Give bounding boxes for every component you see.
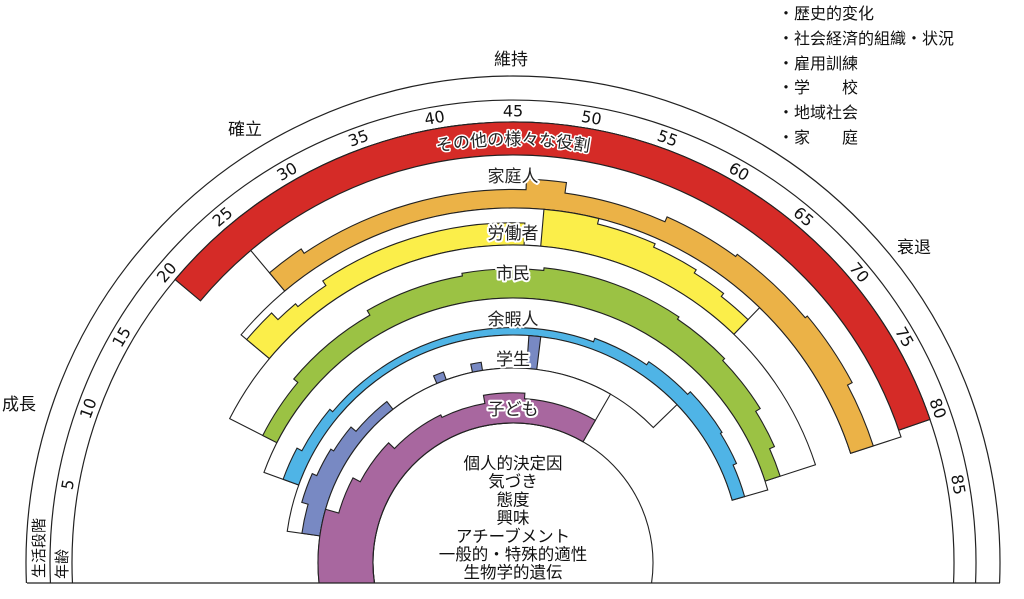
situational-factor: ・雇用訓練 <box>778 53 859 73</box>
role-label: 余暇人 <box>488 310 539 330</box>
role-label: 学生 <box>496 350 530 370</box>
personal-determinant: 興味 <box>497 509 530 528</box>
personal-determinant: 態度 <box>497 490 530 509</box>
inner-circle-arc <box>372 422 654 584</box>
situational-factor: ・学 校 <box>778 78 859 98</box>
age-tick-label: 40 <box>423 107 446 129</box>
age-ring-arc <box>49 99 977 584</box>
situational-factors-list: ・歴史的変化 ・社会経済的組織・状況 ・雇用訓練 ・学 校 ・地域社会 ・家 庭 <box>778 2 954 151</box>
role-label: 労働者 <box>488 224 539 244</box>
life-stage-axis-label: 生活段階 <box>30 518 48 578</box>
personal-determinant: 生物学的遺伝 <box>464 563 563 582</box>
outer-arc <box>25 75 1001 584</box>
situational-factor: ・歴史的変化 <box>778 4 875 23</box>
situational-factor: ・地域社会 <box>778 103 859 123</box>
age-tick-label: 15 <box>108 323 135 350</box>
age-tick-label: 20 <box>153 259 181 287</box>
role-label: 市民 <box>496 264 530 284</box>
personal-determinant: 一般的・特殊的適性 <box>439 545 588 564</box>
age-axis-label: 年齢 <box>53 549 71 579</box>
age-tick-label: 5 <box>58 478 78 491</box>
role-label: 家庭人 <box>488 167 539 187</box>
stage-growth: 成長 <box>2 395 36 415</box>
age-tick-label: 45 <box>503 102 523 121</box>
stage-maintenance: 維持 <box>494 50 528 70</box>
role-label: 子ども <box>488 400 539 420</box>
age-tick-label: 50 <box>580 107 603 129</box>
personal-determinant: 個人的決定因 <box>464 454 563 473</box>
stage-establishment: 確立 <box>228 120 262 140</box>
personal-determinant: 気づき <box>488 472 538 491</box>
stage-decline: 衰退 <box>897 238 931 258</box>
situational-factor: ・社会経済的組織・状況 <box>778 28 955 48</box>
age-tick-label: 85 <box>947 473 969 496</box>
personal-determinant: アチーブメント <box>456 526 570 546</box>
situational-factor: ・家 庭 <box>778 127 859 147</box>
